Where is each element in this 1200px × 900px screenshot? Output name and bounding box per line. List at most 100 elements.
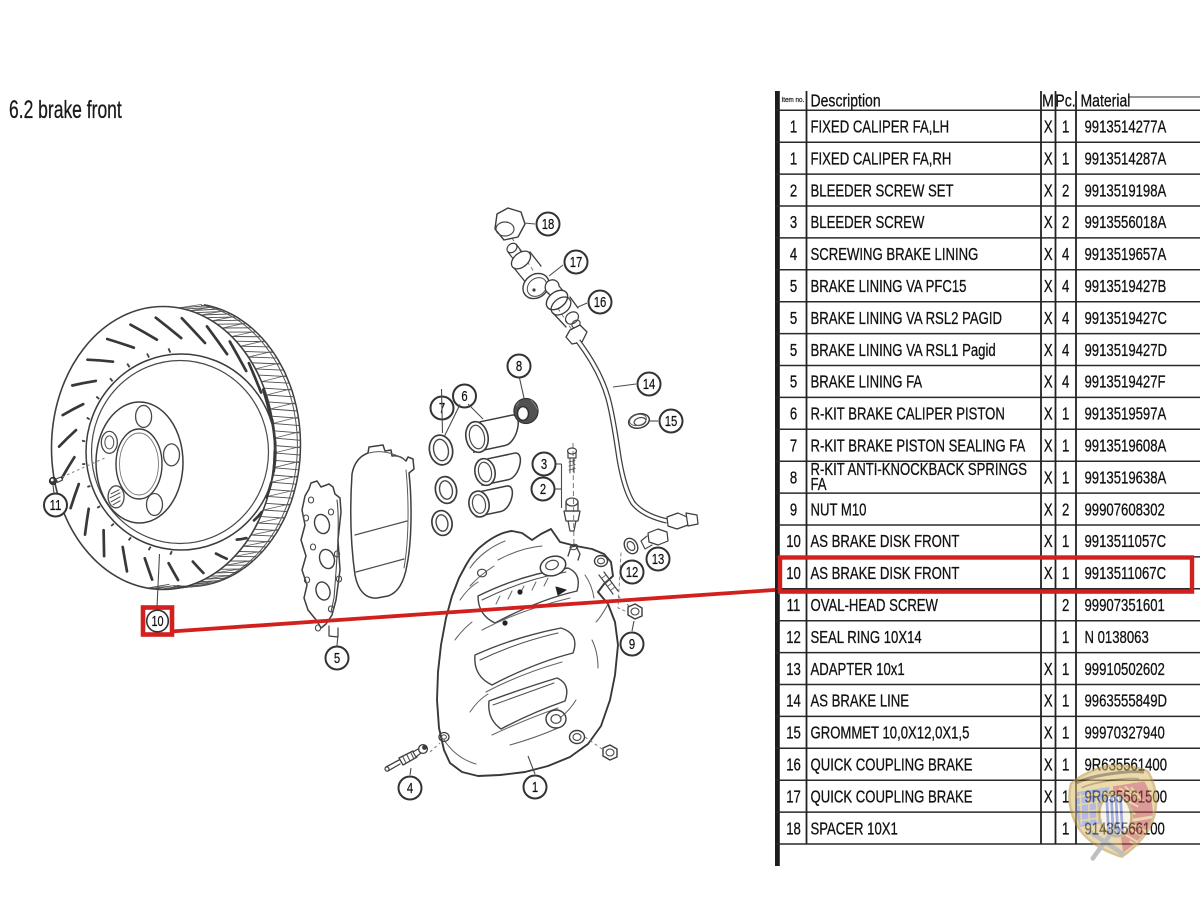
svg-text:15: 15 xyxy=(665,413,678,430)
svg-text:1: 1 xyxy=(1062,532,1069,551)
svg-text:9: 9 xyxy=(790,500,798,519)
svg-text:3: 3 xyxy=(541,456,547,473)
svg-text:1: 1 xyxy=(532,779,538,796)
svg-text:X: X xyxy=(1044,532,1053,551)
svg-text:5: 5 xyxy=(790,309,798,328)
svg-text:BRAKE LINING VA RSL2 PAGID: BRAKE LINING VA RSL2 PAGID xyxy=(811,309,1002,328)
svg-text:FIXED CALIPER FA,LH: FIXED CALIPER FA,LH xyxy=(811,118,950,137)
svg-text:1: 1 xyxy=(1062,469,1069,488)
svg-text:FA: FA xyxy=(811,475,827,494)
svg-text:1: 1 xyxy=(1062,660,1069,679)
svg-text:BRAKE LINING VA PFC15: BRAKE LINING VA PFC15 xyxy=(811,277,967,296)
svg-text:99907608302: 99907608302 xyxy=(1085,500,1165,519)
svg-text:R-KIT BRAKE CALIPER PISTON: R-KIT BRAKE CALIPER PISTON xyxy=(811,405,1005,424)
svg-text:ADAPTER 10x1: ADAPTER 10x1 xyxy=(811,660,905,679)
svg-text:17: 17 xyxy=(570,254,583,271)
svg-text:9913556018A: 9913556018A xyxy=(1085,213,1167,232)
svg-text:5: 5 xyxy=(790,277,798,296)
svg-text:X: X xyxy=(1044,469,1053,488)
svg-text:17: 17 xyxy=(786,788,801,807)
svg-text:14: 14 xyxy=(643,376,656,393)
svg-text:10: 10 xyxy=(151,613,163,630)
svg-text:12: 12 xyxy=(786,628,801,647)
svg-text:6: 6 xyxy=(790,405,798,424)
svg-text:1: 1 xyxy=(1062,819,1069,838)
svg-text:BRAKE LINING FA: BRAKE LINING FA xyxy=(811,373,923,392)
svg-text:9913519427D: 9913519427D xyxy=(1085,341,1168,360)
svg-text:16: 16 xyxy=(594,294,607,311)
svg-text:SPACER 10X1: SPACER 10X1 xyxy=(811,819,898,838)
svg-text:BRAKE LINING VA RSL1 Pagid: BRAKE LINING VA RSL1 Pagid xyxy=(811,341,996,360)
svg-text:13: 13 xyxy=(786,660,801,679)
svg-text:QUICK COUPLING BRAKE: QUICK COUPLING BRAKE xyxy=(811,756,973,775)
svg-text:18: 18 xyxy=(786,819,801,838)
svg-text:2: 2 xyxy=(1062,596,1069,615)
svg-text:1: 1 xyxy=(1062,724,1069,743)
svg-text:X: X xyxy=(1044,437,1053,456)
svg-text:99970327940: 99970327940 xyxy=(1085,724,1166,743)
svg-text:N 0138063: N 0138063 xyxy=(1085,628,1149,647)
svg-text:X: X xyxy=(1044,564,1053,583)
svg-text:2: 2 xyxy=(1062,181,1069,200)
svg-text:X: X xyxy=(1044,756,1053,775)
svg-text:1: 1 xyxy=(1062,628,1069,647)
svg-text:Pc.: Pc. xyxy=(1055,91,1075,111)
svg-text:9913519608A: 9913519608A xyxy=(1085,437,1167,456)
svg-text:16: 16 xyxy=(786,756,801,775)
svg-text:3: 3 xyxy=(790,213,798,232)
svg-text:1: 1 xyxy=(1062,692,1069,711)
svg-text:5: 5 xyxy=(790,341,798,360)
svg-text:1: 1 xyxy=(1062,564,1069,583)
svg-text:X: X xyxy=(1044,405,1053,424)
svg-text:6: 6 xyxy=(461,388,467,405)
svg-text:X: X xyxy=(1044,118,1053,137)
svg-text:1: 1 xyxy=(1062,150,1069,169)
svg-text:9913519427C: 9913519427C xyxy=(1085,309,1168,328)
svg-text:AS BRAKE DISK FRONT: AS BRAKE DISK FRONT xyxy=(811,532,960,551)
svg-text:9913519427B: 9913519427B xyxy=(1085,277,1167,296)
svg-text:2: 2 xyxy=(540,481,546,498)
svg-text:QUICK COUPLING BRAKE: QUICK COUPLING BRAKE xyxy=(811,788,973,807)
svg-text:18: 18 xyxy=(542,216,555,233)
svg-text:1: 1 xyxy=(790,150,797,169)
svg-text:X: X xyxy=(1044,500,1053,519)
svg-text:14: 14 xyxy=(786,692,801,711)
svg-text:8: 8 xyxy=(790,469,798,488)
svg-text:Material: Material xyxy=(1081,91,1131,111)
svg-text:OVAL-HEAD SCREW: OVAL-HEAD SCREW xyxy=(811,596,939,615)
svg-text:99907351601: 99907351601 xyxy=(1085,596,1165,615)
svg-text:Item no.: Item no. xyxy=(782,97,805,104)
svg-text:X: X xyxy=(1044,660,1053,679)
svg-text:12: 12 xyxy=(626,564,639,581)
svg-text:SEAL RING 10X14: SEAL RING 10X14 xyxy=(811,628,922,647)
svg-text:AS BRAKE DISK FRONT: AS BRAKE DISK FRONT xyxy=(811,564,960,583)
svg-text:NUT M10: NUT M10 xyxy=(811,500,867,519)
svg-text:1: 1 xyxy=(1062,118,1069,137)
svg-text:X: X xyxy=(1044,341,1053,360)
svg-text:4: 4 xyxy=(1062,309,1070,328)
svg-text:4: 4 xyxy=(790,245,798,264)
svg-text:11: 11 xyxy=(50,497,62,514)
svg-text:X: X xyxy=(1044,213,1053,232)
svg-text:X: X xyxy=(1044,692,1053,711)
svg-text:10: 10 xyxy=(786,532,801,551)
svg-text:9913519597A: 9913519597A xyxy=(1085,405,1167,424)
svg-text:10: 10 xyxy=(786,564,801,583)
svg-text:9: 9 xyxy=(629,636,635,653)
svg-text:4: 4 xyxy=(407,780,413,797)
svg-text:9913511057C: 9913511057C xyxy=(1085,532,1167,551)
svg-text:X: X xyxy=(1044,788,1053,807)
svg-text:9913519427F: 9913519427F xyxy=(1085,373,1166,392)
svg-text:M: M xyxy=(1042,91,1054,111)
svg-text:6.2 brake front: 6.2 brake front xyxy=(9,95,122,124)
svg-text:4: 4 xyxy=(1062,341,1070,360)
svg-text:R-KIT ANTI-KNOCKBACK SPRINGS: R-KIT ANTI-KNOCKBACK SPRINGS xyxy=(811,460,1027,479)
svg-text:X: X xyxy=(1044,309,1053,328)
svg-text:9913519657A: 9913519657A xyxy=(1085,245,1167,264)
svg-text:X: X xyxy=(1044,245,1053,264)
svg-text:R-KIT BRAKE PISTON SEALING FA: R-KIT BRAKE PISTON SEALING FA xyxy=(811,437,1026,456)
svg-text:5: 5 xyxy=(790,373,798,392)
svg-text:7: 7 xyxy=(790,437,797,456)
svg-text:X: X xyxy=(1044,373,1053,392)
svg-text:1: 1 xyxy=(790,118,797,137)
